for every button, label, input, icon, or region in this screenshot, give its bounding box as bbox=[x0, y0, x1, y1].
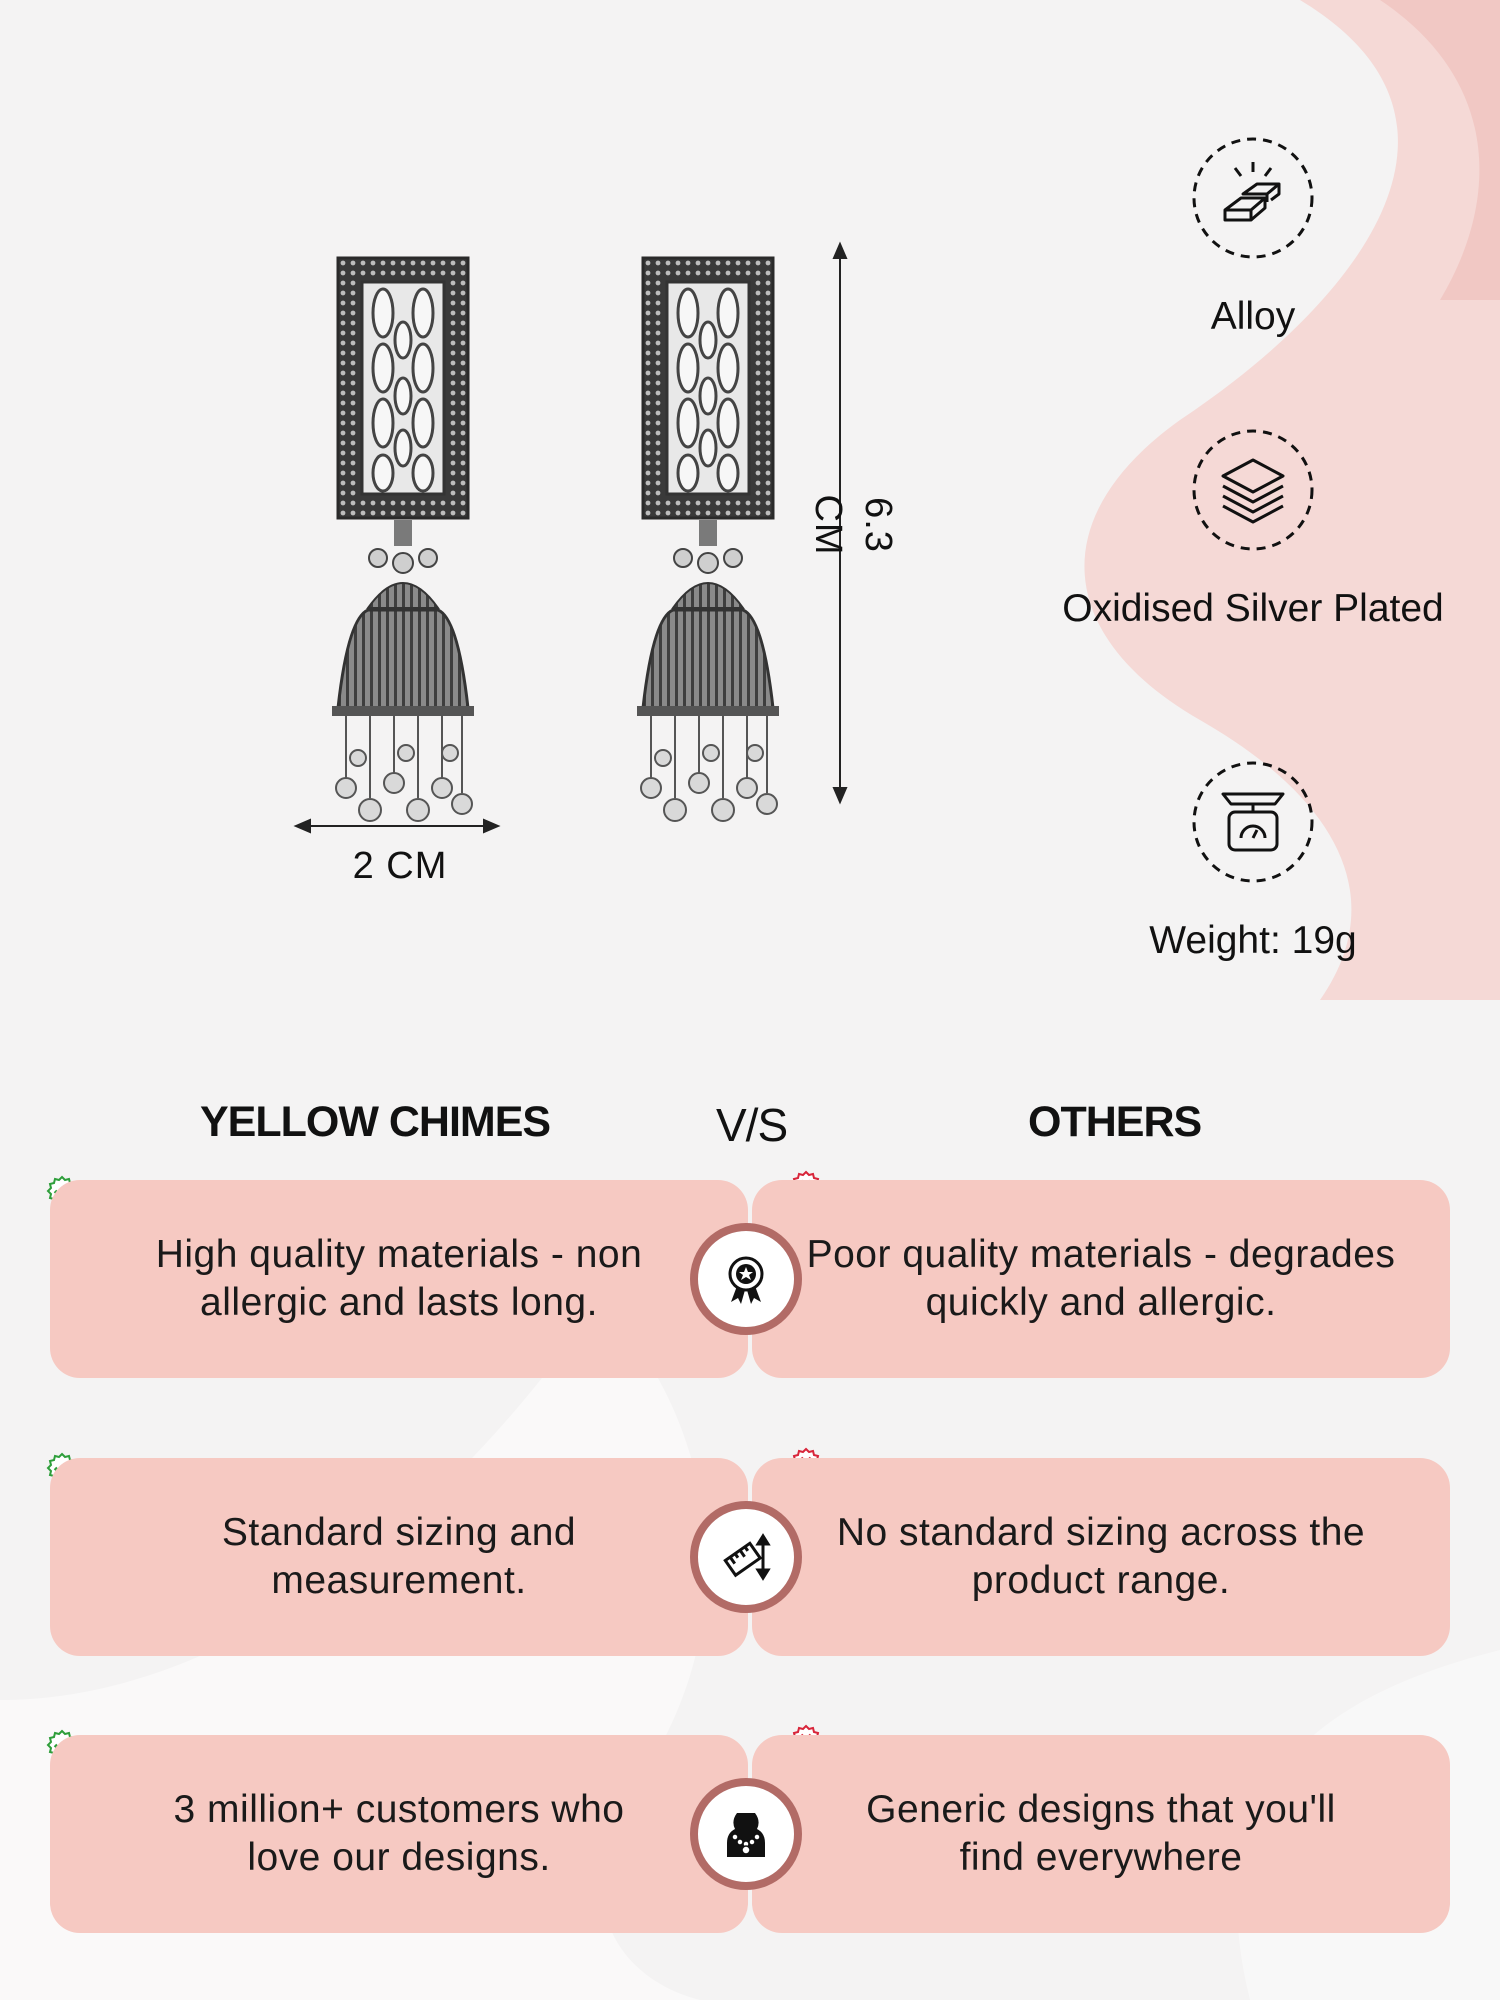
quality-badge-icon bbox=[728, 1256, 764, 1304]
benefit-text: 3 million+ customers who love our design… bbox=[173, 1788, 625, 1879]
feature-label: Alloy bbox=[1210, 295, 1296, 338]
drawback-text: Poor quality materials - degrades quickl… bbox=[806, 1233, 1396, 1324]
brand-column-header: YELLOW CHIMES bbox=[200, 1098, 551, 1146]
width-dimension-label: 2 CM bbox=[352, 845, 448, 887]
gold-bars-icon bbox=[1192, 137, 1314, 259]
others-drawback-card: Generic designs that you'll find everywh… bbox=[752, 1735, 1450, 1933]
drawback-text: No standard sizing across the product ra… bbox=[836, 1511, 1366, 1602]
feature-material: Alloy bbox=[1043, 136, 1463, 341]
ruler-icon bbox=[723, 1533, 771, 1581]
height-dimension-label: 6.3 CM bbox=[807, 494, 899, 556]
weighing-scale-icon bbox=[1192, 761, 1314, 883]
feature-label: Oxidised Silver Plated bbox=[1062, 587, 1444, 630]
feature-weight: Weight: 19g bbox=[1043, 760, 1463, 965]
drawback-text: Generic designs that you'll find everywh… bbox=[866, 1788, 1336, 1879]
brand-benefit-card: 3 million+ customers who love our design… bbox=[50, 1735, 748, 1933]
brand-benefit-card: Standard sizing and measurement. bbox=[50, 1458, 748, 1656]
brand-benefit-card: High quality materials - non allergic an… bbox=[50, 1180, 748, 1378]
others-drawback-card: Poor quality materials - degrades quickl… bbox=[752, 1180, 1450, 1378]
layers-icon bbox=[1192, 429, 1314, 551]
jewelry-bust-icon bbox=[727, 1813, 765, 1857]
others-column-header: OTHERS bbox=[1028, 1098, 1202, 1146]
earrings-image bbox=[293, 241, 848, 834]
others-drawback-card: No standard sizing across the product ra… bbox=[752, 1458, 1450, 1656]
row-icon bbox=[690, 1223, 802, 1335]
versus-header: V/S bbox=[716, 1099, 788, 1151]
benefit-text: Standard sizing and measurement. bbox=[221, 1511, 577, 1602]
row-icon bbox=[690, 1501, 802, 1613]
benefit-text: High quality materials - non allergic an… bbox=[155, 1233, 643, 1324]
feature-plating: Oxidised Silver Plated bbox=[1043, 428, 1463, 633]
row-icon bbox=[690, 1778, 802, 1890]
feature-label: Weight: 19g bbox=[1149, 919, 1357, 962]
